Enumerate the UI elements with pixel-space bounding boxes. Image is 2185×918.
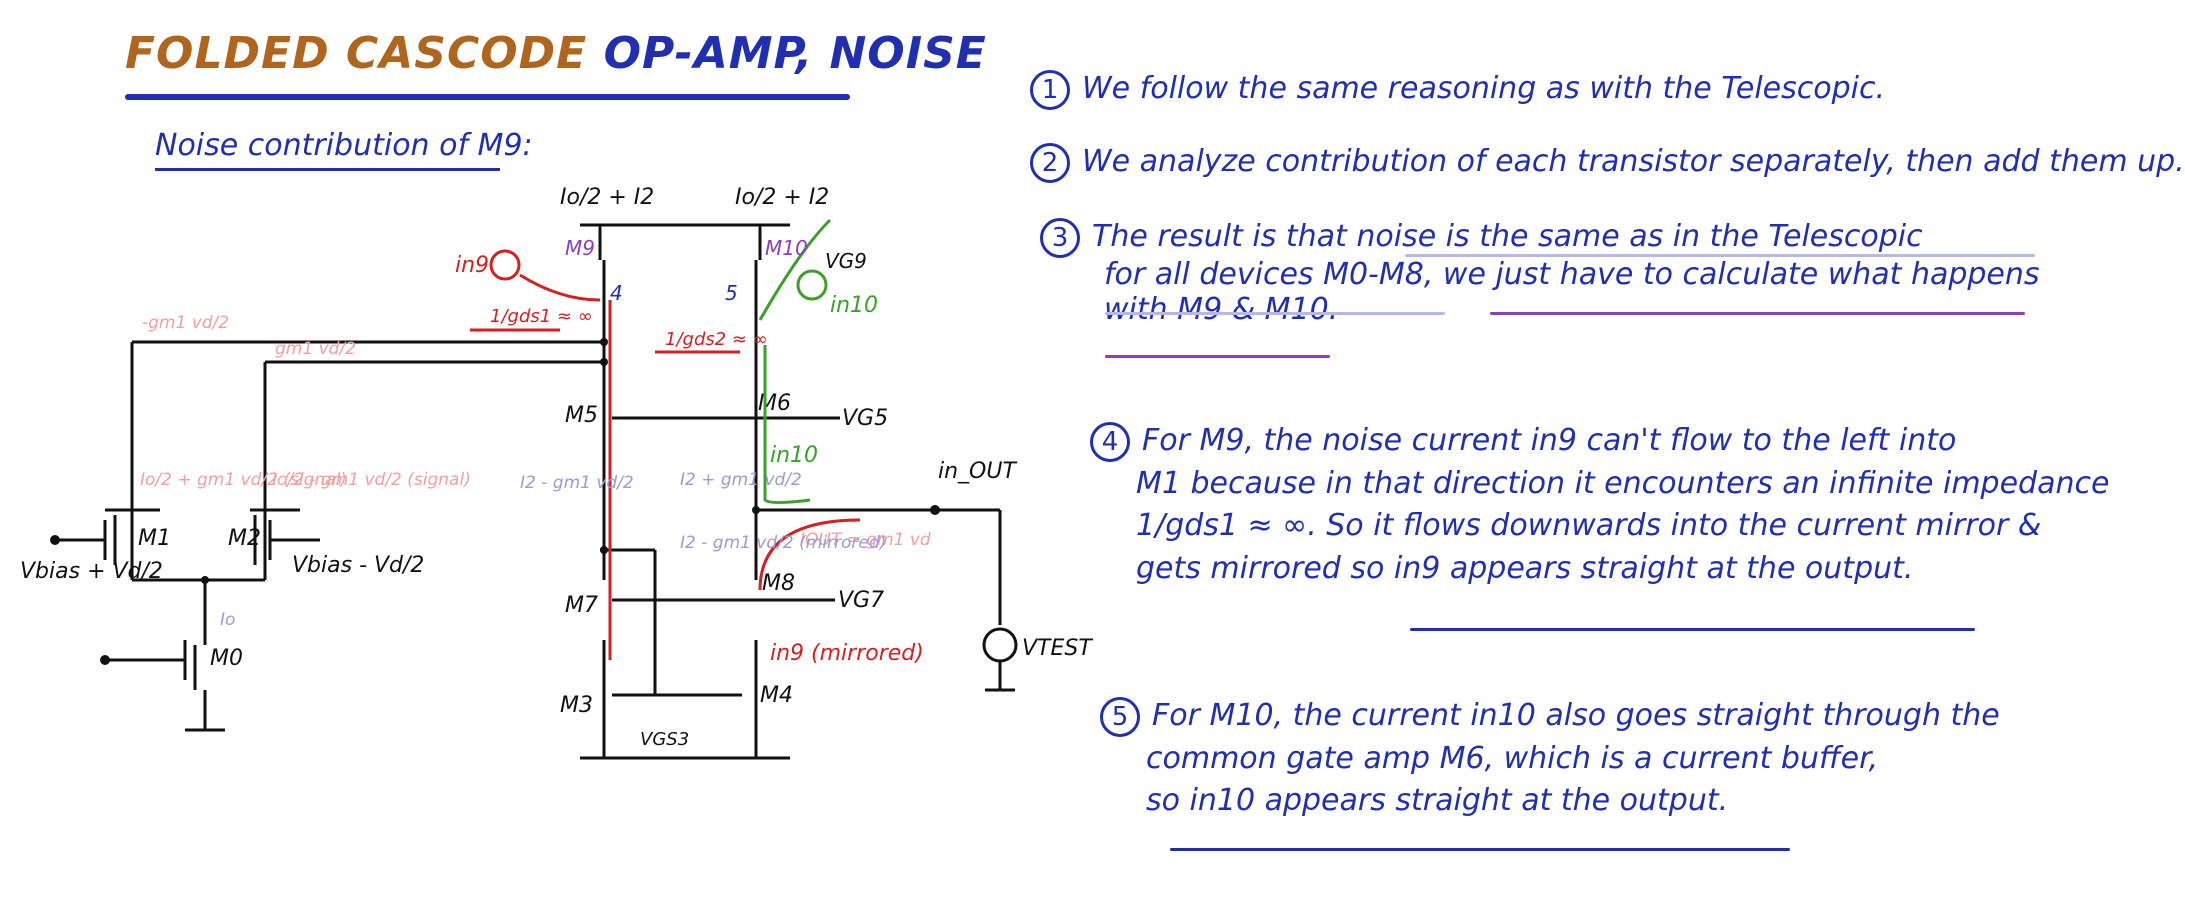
label-vbias-plus: Vbias + Vd/2 — [20, 559, 163, 584]
label-m5: M5 — [565, 403, 598, 428]
label-vg5: VG5 — [842, 406, 888, 431]
label-in9: in9 — [455, 253, 489, 278]
subtitle: Noise contribution of M9: — [155, 128, 533, 163]
note-2-line-1: We analyze contribution of each transist… — [1082, 144, 2185, 179]
label-m6: M6 — [758, 391, 791, 416]
note-5-line-1: For M10, the current in10 also goes stra… — [1152, 698, 2000, 733]
note-2: 2 We analyze contribution of each transis… — [1030, 143, 2185, 183]
note-5-line-3: so in10 appears straight at the output. — [1146, 783, 1729, 819]
note-3-line-3: with M9 & M10. — [1104, 291, 1339, 327]
note-4: 4 For M9, the noise current in9 can't flo… — [1090, 420, 2109, 590]
label-m7: M7 — [565, 593, 598, 618]
note-4-line-3: 1/gds1 ≈ ∞. So it flows downwards into t… — [1136, 508, 2042, 544]
note-3-line-2: for all devices M0-M8, we just have to c… — [1104, 257, 2040, 292]
label-mirrored-small: I2 - gm1 vd/2 (mirrored) — [680, 533, 886, 553]
label-m2: M2 — [228, 526, 261, 551]
label-gm-left-top: -gm1 vd/2 — [142, 313, 229, 333]
label-i2-right: I2 + gm1 vd/2 — [680, 470, 802, 490]
label-m0: M0 — [210, 646, 243, 671]
label-in10: in10 — [830, 293, 878, 318]
title-part-2: OP-AMP, NOISE — [603, 28, 987, 79]
label-in9-mirrored: in9 (mirrored) — [770, 641, 924, 666]
note-2-number: 2 — [1030, 143, 1070, 183]
note-3-underline-1 — [1405, 254, 2035, 257]
label-m3: M3 — [560, 693, 593, 718]
label-in10-mid: in10 — [770, 443, 818, 468]
note-1-number: 1 — [1030, 70, 1070, 110]
note-3-underline-2 — [1105, 312, 1445, 315]
note-3-number: 3 — [1040, 218, 1080, 258]
circuit-wiring — [55, 223, 1018, 760]
label-i-top-left: Io/2 + I2 — [560, 185, 654, 210]
note-4-line-1: For M9, the noise current in9 can't flow… — [1142, 423, 1957, 458]
note-4-number: 4 — [1090, 422, 1130, 462]
title-underline — [125, 94, 850, 100]
label-vtest: VTEST — [1022, 636, 1093, 661]
note-1-line-1: We follow the same reasoning as with the… — [1082, 71, 1886, 106]
note-3-underline-4 — [1105, 355, 1330, 358]
note-4-line-4: gets mirrored so in9 appears straight at… — [1136, 550, 1914, 586]
note-5-line-2: common gate amp M6, which is a current b… — [1146, 740, 1879, 776]
label-node5: 5 — [725, 281, 738, 305]
note-4-underline — [1410, 628, 1975, 631]
label-m9: M9 — [565, 236, 595, 260]
label-vg9: VG9 — [825, 249, 867, 273]
note-3-underline-3 — [1490, 312, 2025, 315]
note-3-line-1: The result is that noise is the same as … — [1092, 219, 1923, 254]
label-i0: Io — [220, 610, 235, 630]
note-3: 3 The result is that noise is the same as… — [1040, 218, 2040, 327]
note-5-underline — [1170, 848, 1790, 851]
note-4-line-2: M1 because in that direction it encounte… — [1136, 465, 2110, 501]
label-gm-mid-top: gm1 vd/2 — [275, 339, 356, 359]
label-signal-right: Io/2 - gm1 vd/2 (signal) — [272, 470, 471, 490]
label-vg7: VG7 — [838, 588, 884, 613]
label-signal-left: Io/2 + gm1 vd/2 (signal) — [140, 470, 347, 490]
subtitle-underline — [155, 168, 500, 171]
label-i-top-right: Io/2 + I2 — [735, 185, 829, 210]
note-1: 1 We follow the same reasoning as with th… — [1030, 70, 1885, 110]
page-title: FOLDED CASCODE OP-AMP, NOISE — [125, 28, 987, 79]
label-m1: M1 — [138, 526, 171, 551]
circuit-diagram: M5 M6 VG5 M7 M8 VG7 M3 M4 VGS3 M1 M2 M0 … — [20, 185, 1093, 760]
label-iout: IOUT = gm1 vd — [800, 530, 931, 550]
label-m10: M10 — [765, 236, 808, 260]
label-in-out: in_OUT — [938, 459, 1017, 484]
label-m8: M8 — [762, 571, 795, 596]
note-5-number: 5 — [1100, 697, 1140, 737]
label-gds-left: 1/gds1 ≈ ∞ — [490, 306, 593, 327]
label-vbias-minus: Vbias - Vd/2 — [292, 553, 424, 578]
label-node4: 4 — [610, 281, 623, 305]
label-vgs3: VGS3 — [640, 729, 689, 750]
label-gds-right: 1/gds2 ≈ ∞ — [665, 329, 768, 350]
note-5: 5 For M10, the current in10 also goes str… — [1100, 695, 2000, 823]
label-i2-left: I2 - gm1 vd/2 — [520, 473, 634, 493]
title-part-1: FOLDED CASCODE — [125, 28, 588, 79]
label-m4: M4 — [760, 683, 793, 708]
